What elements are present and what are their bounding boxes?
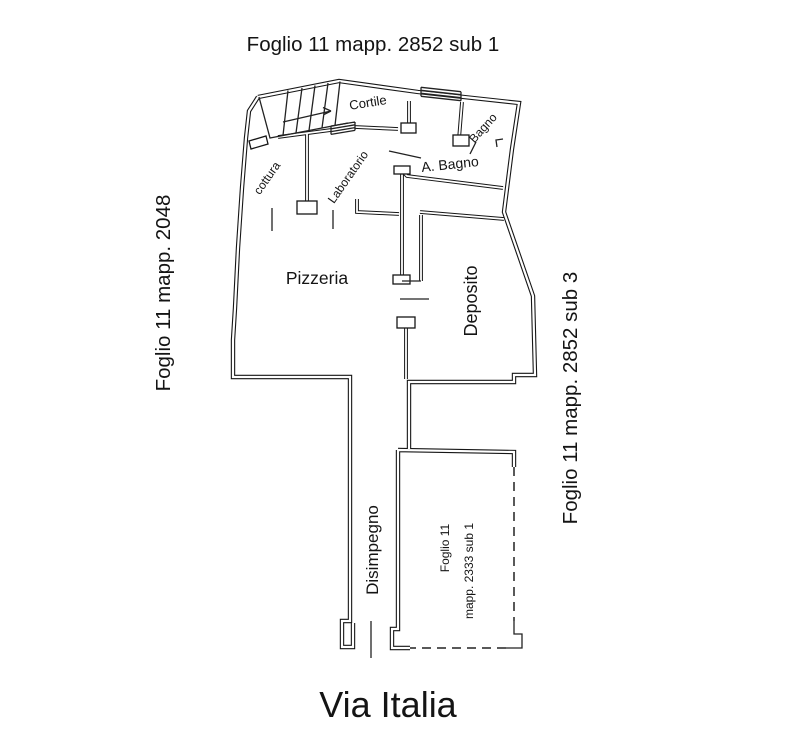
room-label-cottura: cottura (251, 159, 284, 197)
plan-labels: Foglio 11 mapp. 2852 sub 1 Foglio 11 map… (152, 33, 582, 725)
pier (393, 165, 411, 175)
door-marks (271, 138, 504, 658)
adjacent-parcel-line1: Foglio 11 (438, 523, 452, 572)
leader-bagno (469, 141, 477, 155)
outer-wall-black (233, 97, 353, 647)
wall-buttress (248, 135, 269, 150)
adjacent-parcel-line2: mapp. 2333 sub 1 (462, 523, 476, 619)
leader-a-bagno (388, 150, 422, 159)
room-label-disimpegno: Disimpegno (363, 505, 382, 595)
room-label-pizzeria: Pizzeria (286, 268, 349, 288)
pier (396, 316, 416, 329)
room-label-laboratorio: Laboratorio (325, 148, 371, 206)
room-label-a-bagno: A. Bagno (421, 153, 480, 175)
title-top: Foglio 11 mapp. 2852 sub 1 (247, 33, 500, 56)
boundary-corner (506, 621, 523, 649)
window-hatch-top-wall (420, 86, 462, 102)
dashed-boundary (410, 467, 523, 649)
stair-direction-arrow (282, 106, 332, 123)
label-parcel-right: Foglio 11 mapp. 2852 sub 3 (559, 272, 582, 525)
pier (296, 200, 318, 215)
room-label-bagno: Bagno (466, 110, 500, 145)
wall-piers (248, 122, 470, 329)
outer-wall-core (231, 95, 355, 649)
label-parcel-left: Foglio 11 mapp. 2048 (152, 195, 175, 392)
window-hatch-cortile (330, 121, 356, 136)
windows (330, 86, 462, 136)
room-label-deposito: Deposito (461, 265, 481, 336)
pier (392, 274, 411, 285)
staircase (258, 81, 349, 139)
label-street: Via Italia (319, 684, 457, 725)
room-label-cortile: Cortile (348, 92, 387, 113)
wall-notch (495, 138, 504, 148)
stair-treads (282, 81, 341, 136)
pier (400, 122, 417, 134)
pier (452, 134, 470, 147)
